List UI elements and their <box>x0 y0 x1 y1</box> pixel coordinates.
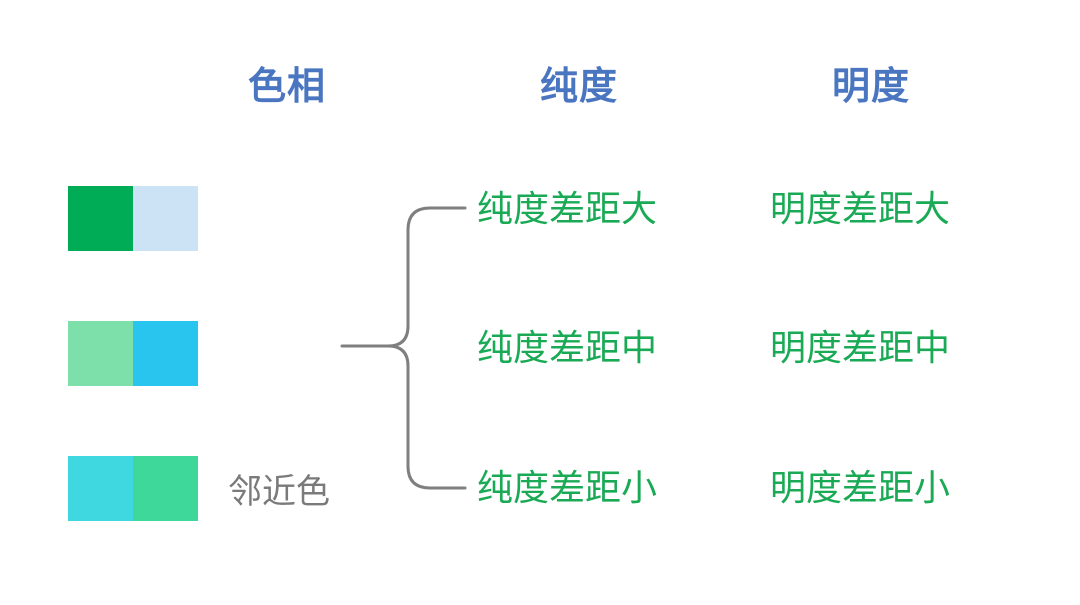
header-brightness: 明度 <box>832 64 911 108</box>
header-hue: 色相 <box>248 64 327 108</box>
swatch-pair-1 <box>68 186 198 251</box>
swatch-left <box>68 456 133 521</box>
brightness-item-large: 明度差距大 <box>770 189 951 230</box>
header-saturation: 纯度 <box>540 64 619 108</box>
saturation-item-medium: 纯度差距中 <box>477 328 658 369</box>
swatch-right <box>133 456 198 521</box>
swatch-left <box>68 321 133 386</box>
brightness-item-medium: 明度差距中 <box>770 328 951 369</box>
analogous-color-label: 邻近色 <box>228 472 330 512</box>
brightness-item-small: 明度差距小 <box>770 468 951 509</box>
swatch-left <box>68 186 133 251</box>
saturation-item-small: 纯度差距小 <box>477 468 658 509</box>
saturation-item-large: 纯度差距大 <box>477 189 658 230</box>
swatch-right <box>133 321 198 386</box>
swatch-pair-3 <box>68 456 198 521</box>
swatch-right <box>133 186 198 251</box>
swatch-pair-2 <box>68 321 198 386</box>
brace-path <box>340 206 467 490</box>
